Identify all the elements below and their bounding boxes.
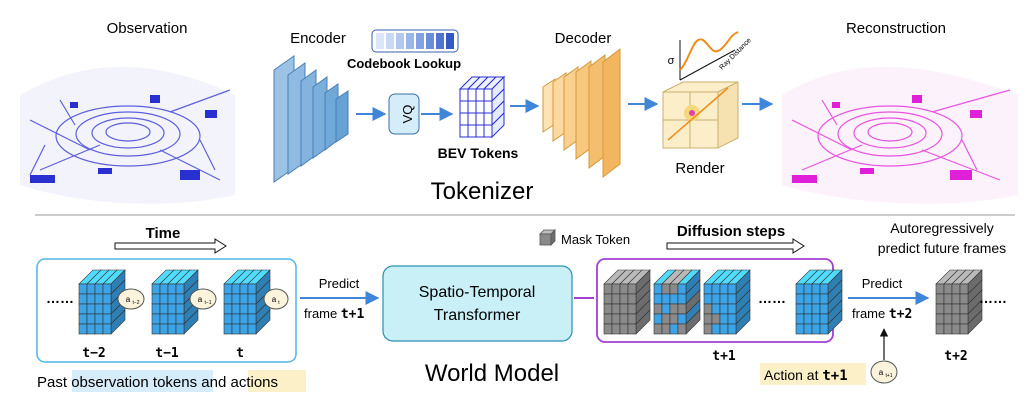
transformer-box <box>382 265 573 342</box>
diffusion-ellipsis: …… <box>758 290 786 306</box>
mask-token-icon <box>539 229 556 246</box>
svg-text:t+1: t+1 <box>885 373 892 379</box>
ray-distance-label: Ray Distance <box>718 37 752 71</box>
bev-tokens-label: BEV Tokens <box>438 145 519 161</box>
reconstruction-point-cloud <box>782 66 1018 204</box>
sigma-label: σ <box>668 55 675 67</box>
svg-text:a: a <box>272 295 277 304</box>
transformer-line1: Spatio-Temporal <box>419 284 536 301</box>
world-model-title: World Model <box>425 360 559 387</box>
action-circle-t: a t <box>263 288 289 310</box>
svg-text:a: a <box>879 368 884 377</box>
decoder-layers <box>542 47 621 179</box>
action-circle-tm1: a t−1 <box>189 288 217 310</box>
vq-label: VQ <box>400 105 415 124</box>
svg-text:a: a <box>126 295 131 304</box>
bev-token-cells <box>458 75 506 139</box>
mask-token-label: Mask Token <box>561 232 630 247</box>
token-grid-t2 <box>935 269 983 335</box>
codebook-bar <box>371 29 459 53</box>
token-grid-tm2 <box>78 269 126 335</box>
bev-tokens-grid <box>458 75 506 139</box>
tokenizer-title: Tokenizer <box>431 178 534 205</box>
diffusion-grid-1 <box>653 269 701 335</box>
encoder-label: Encoder <box>290 30 346 47</box>
diffusion-label: Diffusion steps <box>677 223 785 240</box>
predict-label-1: Predict <box>319 276 360 291</box>
diffusion-arrow <box>666 238 805 254</box>
autoreg-line2: predict future frames <box>878 240 1006 256</box>
time-label: Time <box>146 225 181 242</box>
past-ellipsis: …… <box>46 290 74 306</box>
diffusion-grid-0 <box>603 269 651 335</box>
render-cube <box>662 81 739 149</box>
ray-distance-plot <box>679 31 739 81</box>
svg-text:t−1: t−1 <box>204 300 211 306</box>
svg-text:a: a <box>198 295 203 304</box>
action-circle-t1: a t+1 <box>870 360 898 384</box>
step-label-tm1: t−1 <box>155 346 179 361</box>
token-grid-t <box>223 269 271 335</box>
obs-tokens-highlight <box>72 370 213 392</box>
codebook-label: Codebook Lookup <box>347 56 461 71</box>
diffusion-grid-2 <box>703 269 751 335</box>
frame-label-2: frame t+2 <box>852 306 912 322</box>
action-circle-tm2: a t−2 <box>117 288 145 310</box>
step-label-t1: t+1 <box>712 349 736 364</box>
diffusion-grid-final <box>795 269 843 335</box>
time-arrow <box>114 238 227 254</box>
autoreg-line1: Autoregressively <box>890 220 994 236</box>
step-label-t2: t+2 <box>944 349 967 364</box>
svg-text:t−2: t−2 <box>132 300 139 306</box>
observation-point-cloud <box>20 66 235 204</box>
encoder-layers <box>273 55 349 183</box>
transformer-line2: Transformer <box>434 307 521 324</box>
decoder-label: Decoder <box>555 30 612 47</box>
svg-text:t: t <box>278 300 280 306</box>
observation-label: Observation <box>107 20 188 37</box>
predict-label-2: Predict <box>862 276 903 291</box>
step-label-t: t <box>236 346 244 361</box>
step-label-tm2: t−2 <box>82 346 105 361</box>
past-caption: Past observation tokens and actions <box>37 374 278 391</box>
action-at-highlight <box>760 363 866 385</box>
vq-box <box>388 93 420 135</box>
actions-highlight <box>248 370 306 392</box>
frame-label-1: frame t+1 <box>304 306 365 322</box>
reconstruction-label: Reconstruction <box>846 20 946 37</box>
future-ellipsis: …… <box>979 290 1007 306</box>
action-at-label: Action at t+1 <box>764 367 848 384</box>
render-label: Render <box>675 160 724 177</box>
